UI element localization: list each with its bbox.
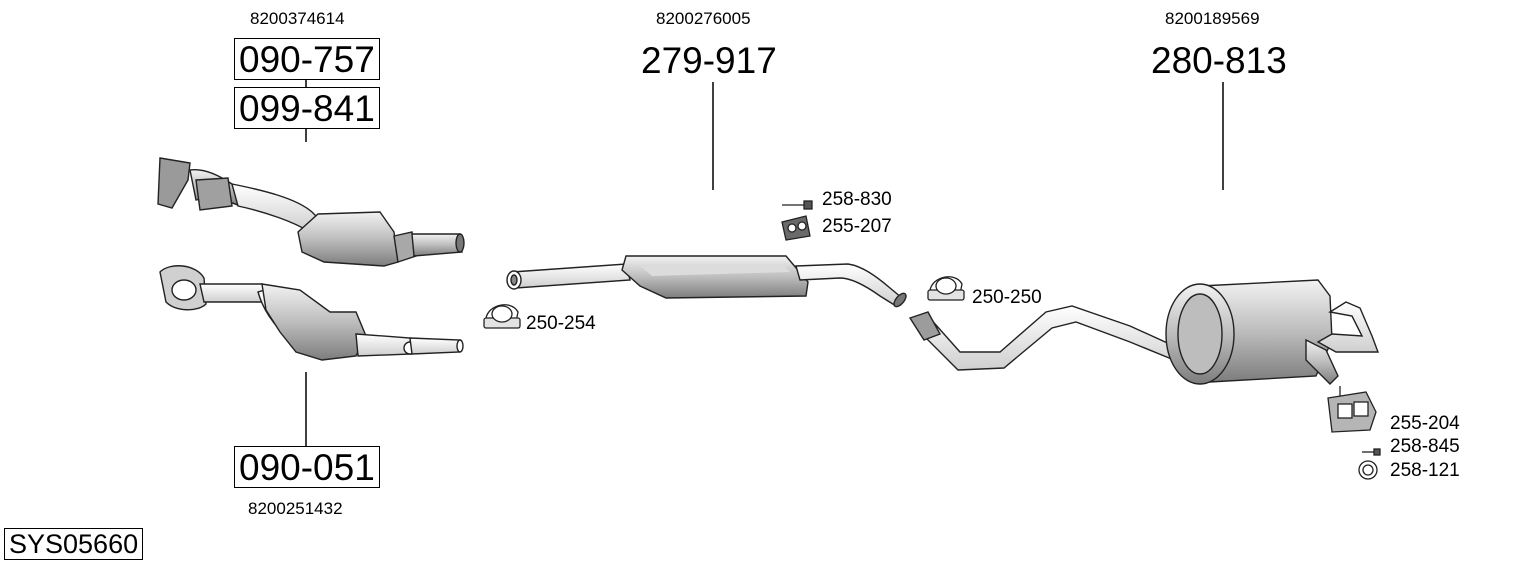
part-number-front-bottom: 090-051 [234,446,380,488]
label-bolt-258-845: 258-845 [1390,436,1460,457]
rear-inlet-pipe [910,305,1175,371]
middle-silencer [506,255,907,308]
tail-upper-end [455,233,465,253]
label-clamp-250-254: 250-254 [526,313,596,334]
oe-number-rear: 8200189569 [1165,9,1260,28]
flange-lower-hole [171,279,197,301]
rear-tailpipe [1305,338,1339,385]
rubber-mount-255-207-icon [781,215,811,241]
label-bolt-258-830: 258-830 [822,189,892,210]
rear-box-endcap-inner [1177,293,1223,375]
bolt-258-845-icon [1362,448,1381,456]
leader-lines [305,78,1224,446]
label-ring-258-121: 258-121 [1390,460,1460,481]
rear-hanger-pipe [1316,301,1380,353]
cat-body-lower [261,283,367,361]
mid-box [621,255,809,299]
rear-inlet-flare [908,311,942,341]
part-number-front-top-2: 099-841 [234,87,380,129]
part-number-middle: 279-917 [641,40,777,81]
pipe-lower-tail [409,337,461,355]
ring-258-121-icon [1358,460,1378,480]
part-number-rear: 280-813 [1151,40,1287,81]
oe-number-front-bottom: 8200251432 [248,499,343,518]
rubber-mount-255-204-icon [1327,386,1377,433]
oe-number-middle: 8200276005 [656,9,751,28]
clamp-250-254-icon [483,304,521,329]
flex-bellows-upper [195,177,233,211]
system-code: SYS05660 [4,528,144,560]
pipe-lower-out [355,333,413,357]
tail-upper [411,233,463,257]
mid-outlet-end [893,292,907,308]
part-number-front-top-1: 090-757 [234,38,380,80]
bolt-258-830-icon [782,200,813,210]
pipe-lower-end [456,339,464,353]
label-rubber-255-207: 255-207 [822,216,892,237]
mid-outlet-pipe [795,263,903,307]
clamp-250-250-icon [927,276,965,301]
catalytic-converter-upper [157,157,465,267]
flange-upper [157,157,191,209]
mid-inlet-pipe [511,263,631,289]
catalytic-converter-lower [159,265,464,361]
oe-number-front-top: 8200374614 [250,9,345,28]
mid-inlet-end-inner [510,274,518,286]
cat-body-upper [297,211,399,267]
label-rubber-255-204: 255-204 [1390,413,1460,434]
mid-box-highlight [640,264,790,276]
rear-silencer [908,279,1380,385]
label-clamp-250-250: 250-250 [972,287,1042,308]
